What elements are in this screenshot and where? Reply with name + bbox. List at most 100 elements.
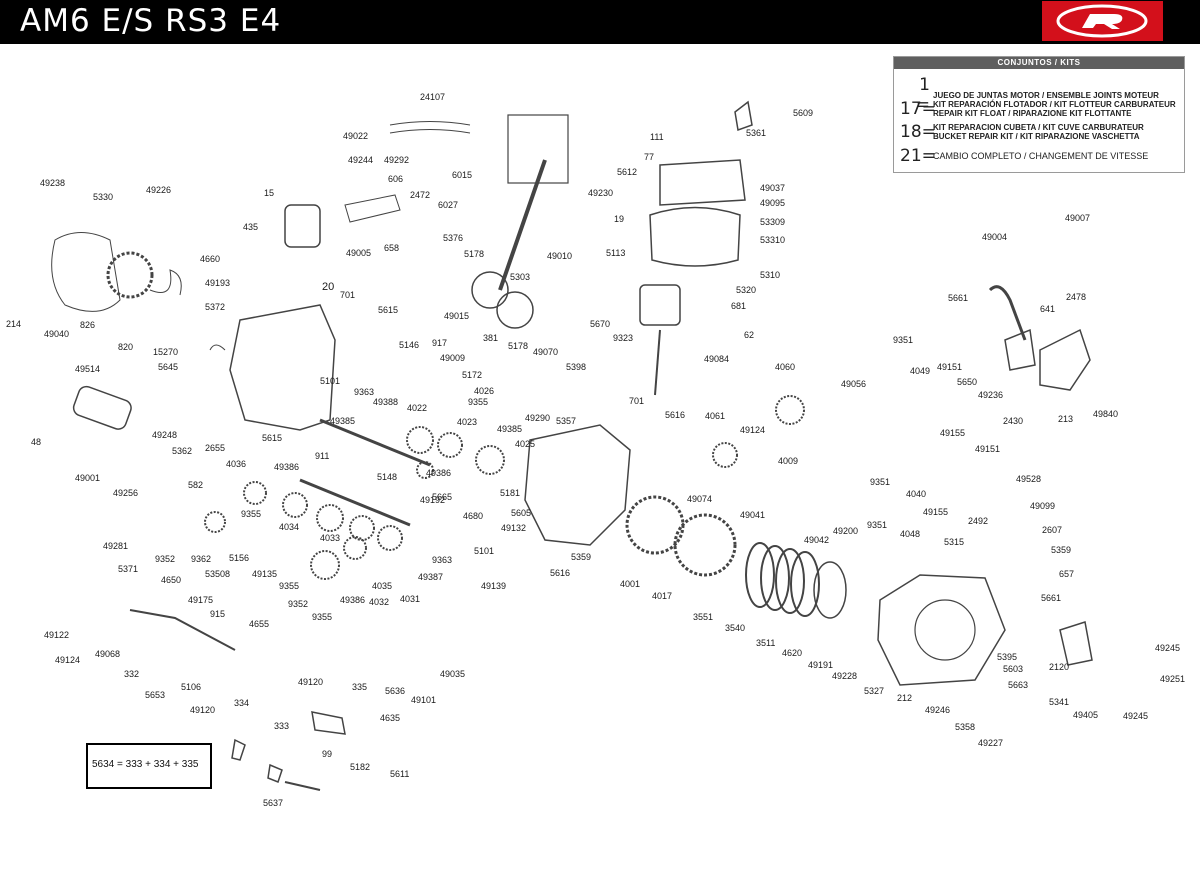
- part-number-label: 2492: [968, 516, 988, 526]
- part-number-label: 5113: [606, 248, 625, 258]
- part-number-label: 641: [1040, 304, 1055, 314]
- part-number-label: 4635: [380, 713, 400, 723]
- part-number-label: 53309: [760, 217, 785, 227]
- part-number-label: 3551: [693, 612, 713, 622]
- gearbox-shaft-drawing: [299, 478, 411, 527]
- part-number-label: 4060: [775, 362, 795, 372]
- part-number-label: 49236: [978, 390, 1003, 400]
- part-number-label: 49040: [44, 329, 69, 339]
- part-number-label: 49292: [384, 155, 409, 165]
- part-number-label: 5330: [93, 192, 113, 202]
- part-number-label: 4048: [900, 529, 920, 539]
- part-number-label: 5357: [556, 416, 576, 426]
- part-number-label: 5358: [955, 722, 975, 732]
- gear-drawings: [204, 426, 505, 580]
- part-number-label: 5603: [1003, 664, 1023, 674]
- kit-number: 1 =: [915, 75, 930, 115]
- part-number-label: 49192: [420, 495, 445, 505]
- part-number-label: 5101: [474, 546, 494, 556]
- part-number-label: 9355: [468, 397, 488, 407]
- shift-fork-drawing: [231, 738, 283, 783]
- kit-row-21: 21= CAMBIO COMPLETO / CHANGEMENT DE VITE…: [900, 146, 1148, 166]
- shift-fork-rod-drawing: [284, 781, 321, 791]
- part-number-label: 5303: [510, 272, 530, 282]
- part-number-label: 3540: [725, 623, 745, 633]
- part-number-label: 2655: [205, 443, 225, 453]
- part-number-label: 5616: [665, 410, 685, 420]
- part-number-label: 658: [384, 243, 399, 253]
- part-number-label: 49101: [411, 695, 436, 705]
- part-number-label: 49248: [152, 430, 177, 440]
- part-number-label: 49385: [497, 424, 522, 434]
- crankshaft-web-drawing: [496, 291, 534, 329]
- kit-number: 18=: [900, 122, 936, 142]
- part-number-label: 53310: [760, 235, 785, 245]
- kit-description: KIT REPARACION CUBETA / KIT CUVE CARBURA…: [933, 123, 1144, 132]
- part-number-label: 5320: [736, 285, 756, 295]
- part-number-label: 5615: [262, 433, 282, 443]
- part-number-label: 49155: [923, 507, 948, 517]
- water-pump-drawing: [1004, 328, 1036, 371]
- part-number-label: 5156: [229, 553, 249, 563]
- part-number-label: 19: [614, 214, 624, 224]
- crankcase-left-drawing: [229, 304, 336, 431]
- part-number-label: 49074: [687, 494, 712, 504]
- part-number-label: 915: [210, 609, 225, 619]
- neutral-switch-drawing: [734, 100, 753, 132]
- part-number-label: 49228: [832, 671, 857, 681]
- ignition-cover-drawing: [51, 232, 121, 312]
- kickstart-drawing: [1059, 621, 1093, 666]
- part-number-label: 9363: [432, 555, 452, 565]
- part-number-label: 9355: [241, 509, 261, 519]
- part-number-label: 4025: [515, 439, 535, 449]
- part-number-label: 49193: [205, 278, 230, 288]
- part-number-label: 111: [650, 132, 664, 142]
- connecting-rod-inset-drawing: [507, 114, 569, 184]
- part-number-label: 49132: [501, 523, 526, 533]
- kit-description: KIT REPARACIÓN FLOTADOR / KIT FLOTTEUR C…: [933, 100, 1176, 109]
- kickstart-gear-drawing: [712, 442, 738, 468]
- part-number-label: 9351: [870, 477, 890, 487]
- part-number-label: 49514: [75, 364, 100, 374]
- part-number-label: 5611: [390, 769, 409, 779]
- part-number-label: 5178: [464, 249, 484, 259]
- part-number-label: 212: [897, 693, 912, 703]
- water-pump-cover-drawing: [1039, 328, 1091, 391]
- part-number-label: 5359: [571, 552, 591, 562]
- crankcase-right-drawing: [524, 424, 631, 546]
- part-number-label: 4655: [249, 619, 269, 629]
- part-number-label: 15: [264, 188, 274, 198]
- part-number-label: 5398: [566, 362, 586, 372]
- part-number-label: 5615: [378, 305, 398, 315]
- part-number-label: 49010: [547, 251, 572, 261]
- part-number-label: 49840: [1093, 409, 1118, 419]
- part-number-label: 701: [340, 290, 355, 300]
- part-number-label: 5362: [172, 446, 192, 456]
- part-number-label: 49001: [75, 473, 100, 483]
- part-number-label: 5665: [432, 492, 452, 502]
- part-number-label: 49244: [348, 155, 373, 165]
- part-number-label: 9352: [155, 554, 175, 564]
- part-number-label: 49386: [426, 468, 451, 478]
- part-number-label: 4061: [705, 411, 725, 421]
- part-number-label: 5106: [181, 682, 201, 692]
- part-number-label: 335: [352, 682, 367, 692]
- kit-row-18: 18= KIT REPARACION CUBETA / KIT CUVE CAR…: [900, 122, 1144, 142]
- part-number-label: 5371: [118, 564, 138, 574]
- part-number-label: 49070: [533, 347, 558, 357]
- part-number-label: 4022: [407, 403, 427, 413]
- part-number-label: 5637: [263, 798, 283, 808]
- part-number-label: 5650: [957, 377, 977, 387]
- shift-drum-drawing: [311, 711, 346, 735]
- part-number-label: 49388: [373, 397, 398, 407]
- part-number-label: 5341: [1049, 697, 1069, 707]
- part-number-label: 49155: [940, 428, 965, 438]
- part-number-label: 49528: [1016, 474, 1041, 484]
- cylinder-head-drawing: [659, 159, 746, 206]
- part-number-label: 606: [388, 174, 403, 184]
- part-number-label: 49251: [1160, 674, 1185, 684]
- kit-row-1: 1 = JUEGO DE JUNTAS MOTOR / ENSEMBLE JOI…: [900, 75, 1159, 115]
- part-number-label: 214: [6, 319, 21, 329]
